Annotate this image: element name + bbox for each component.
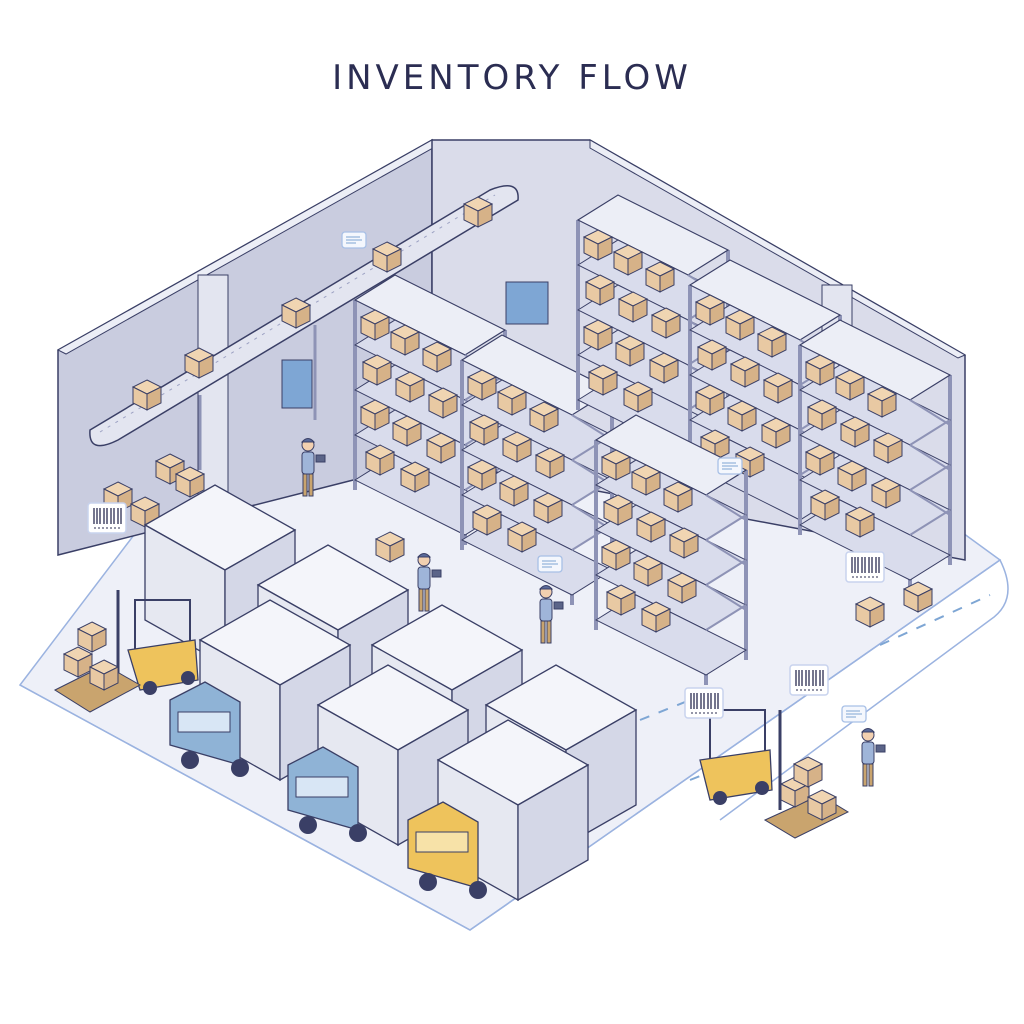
truck-blue-1	[169, 599, 351, 781]
forklift	[699, 709, 850, 839]
forklift	[53, 590, 199, 713]
truck-yellow	[407, 719, 589, 901]
page-title: INVENTORY FLOW	[332, 58, 692, 98]
conveyor-belt	[89, 185, 519, 470]
truck-blue-2	[287, 664, 469, 846]
worker	[861, 728, 886, 787]
